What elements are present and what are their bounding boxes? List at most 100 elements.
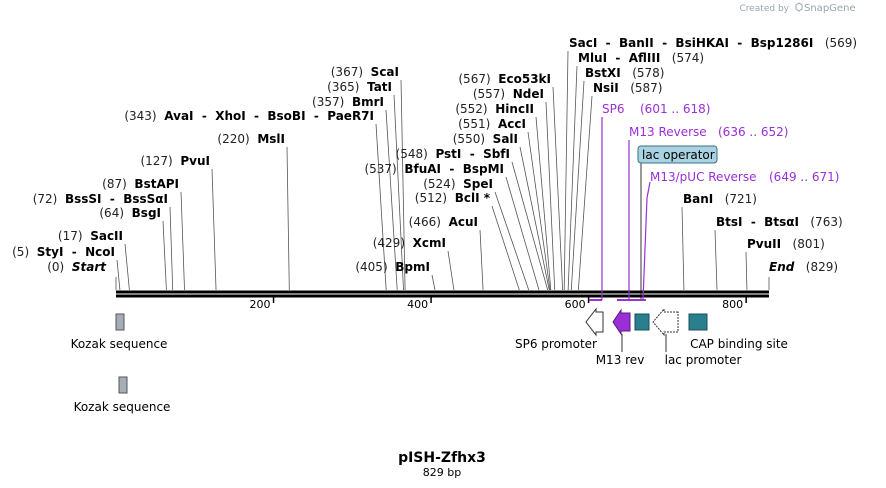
- site-position: (721): [725, 192, 757, 206]
- site-label-gap: [660, 51, 671, 65]
- site-labels: (0) Start(5) StyI - NcoI (17) SacII (64) B…: [12, 36, 857, 274]
- site-label[interactable]: (550) SalI: [453, 132, 518, 146]
- site-enzyme-name: BpmI: [395, 260, 430, 274]
- site-label-gap: [713, 192, 724, 206]
- site-enzyme-name: PstI - SbfI: [435, 147, 510, 161]
- site-label[interactable]: (357) BmrI: [312, 95, 384, 109]
- kozak-2-label: Kozak sequence: [74, 400, 171, 414]
- site-position: (801): [793, 237, 825, 251]
- site-label[interactable]: BstXI (578): [585, 66, 664, 80]
- site-enzyme-name: End: [769, 260, 795, 274]
- site-label[interactable]: BanI (721): [683, 192, 757, 206]
- site-label[interactable]: (512) BclI *: [415, 191, 491, 205]
- brand-text: SnapGene: [804, 3, 856, 14]
- site-position: (87): [102, 177, 127, 191]
- site-leader-line: [563, 50, 569, 291]
- site-position: (429): [373, 236, 405, 250]
- site-label-gap: [485, 132, 493, 146]
- site-label[interactable]: MluI - AflIII (574): [578, 51, 704, 65]
- site-label-gap: [29, 245, 37, 259]
- site-label-gap: [621, 66, 632, 80]
- site-position: (72): [33, 192, 58, 206]
- site-label[interactable]: (17) SacII: [58, 229, 123, 243]
- lac-operator[interactable]: lac operator: [637, 145, 718, 300]
- site-label[interactable]: (466) AcuI: [409, 215, 478, 229]
- site-label[interactable]: (0) Start: [47, 260, 107, 274]
- site-label[interactable]: (551) AccI: [458, 117, 526, 131]
- feature-sp6-promoter[interactable]: SP6 promoter: [515, 307, 604, 351]
- site-leader-line: [162, 220, 167, 291]
- site-position: (574): [672, 51, 704, 65]
- site-enzyme-name: BstAPI: [134, 177, 179, 191]
- site-leader-line: [505, 176, 540, 291]
- site-position: (365): [327, 80, 359, 94]
- kozak-2-box: [118, 376, 128, 394]
- site-label[interactable]: BtsI - BtsαI (763): [716, 215, 843, 229]
- site-enzyme-name: StyI - NcoI: [37, 245, 115, 259]
- cap-binding-site-box: [688, 313, 708, 331]
- site-position: (220): [217, 132, 249, 146]
- site-label[interactable]: (567) Eco53kI: [458, 72, 551, 86]
- site-label[interactable]: (365) TatI: [327, 80, 392, 94]
- lac-promoter-label: lac promoter: [665, 353, 742, 367]
- site-label[interactable]: (72) BssSI - BssSαI: [33, 192, 168, 206]
- site-label-gap: [173, 154, 181, 168]
- primer-m13-puc-reverse-name: M13/pUC Reverse: [650, 170, 757, 184]
- lac-promoter-arrow-icon: [652, 307, 679, 337]
- site-label[interactable]: (5) StyI - NcoI: [12, 245, 115, 259]
- site-position: (763): [810, 215, 842, 229]
- lac-operator-feature-box[interactable]: [634, 313, 650, 331]
- site-label[interactable]: SacI - BanII - BsiHKAI - Bsp1286I (569): [569, 36, 857, 50]
- site-label[interactable]: (367) ScaI: [331, 65, 399, 79]
- site-label-gap: [124, 206, 132, 220]
- feature-kozak-2[interactable]: Kozak sequence: [74, 376, 171, 414]
- site-label[interactable]: NsiI (587): [593, 81, 663, 95]
- site-label[interactable]: End (829): [769, 260, 838, 274]
- site-position: (466): [409, 215, 441, 229]
- site-label[interactable]: (552) HincII: [455, 102, 534, 116]
- site-position: (548): [396, 147, 428, 161]
- feature-cap-binding-site[interactable]: CAP binding site: [688, 313, 788, 351]
- site-position: (524): [423, 177, 455, 191]
- site-leader-line: [527, 131, 551, 291]
- site-enzyme-name: SpeI: [463, 177, 493, 191]
- site-enzyme-name: SacI - BanII - BsiHKAI - Bsp1286I: [569, 36, 813, 50]
- site-label[interactable]: (557) NdeI: [473, 87, 544, 101]
- site-enzyme-name: PvuI: [180, 154, 210, 168]
- site-leader-line: [511, 161, 549, 291]
- site-leader-line: [545, 101, 556, 291]
- primer-sp6[interactable]: SP6 (601 .. 618): [589, 102, 710, 301]
- site-label[interactable]: (537) BfuAI - BspMI: [364, 162, 504, 176]
- site-leader-line: [116, 259, 121, 291]
- site-leader-line: [393, 94, 404, 291]
- site-label-gap: [363, 65, 371, 79]
- site-label[interactable]: (405) BpmI: [355, 260, 430, 274]
- ruler-tick-label: 600: [565, 298, 586, 311]
- site-leader-line: [745, 251, 748, 291]
- site-label[interactable]: (87) BstAPI: [102, 177, 179, 191]
- site-label[interactable]: (548) PstI - SbfI: [396, 147, 510, 161]
- site-label-gap: [428, 147, 436, 161]
- site-label[interactable]: (127) PvuI: [140, 154, 210, 168]
- site-label-gap: [456, 177, 464, 191]
- site-enzyme-name: BfuAI - BspMI: [404, 162, 504, 176]
- site-label-gap: [447, 191, 455, 205]
- site-leader-line: [519, 146, 550, 291]
- ruler-tick-label: 200: [250, 298, 271, 311]
- feature-kozak-1[interactable]: Kozak sequence: [71, 313, 168, 351]
- site-label[interactable]: (429) XcmI: [373, 236, 446, 250]
- feature-m13-rev[interactable]: M13 rev: [596, 308, 645, 367]
- site-label[interactable]: (524) SpeI: [423, 177, 493, 191]
- site-label[interactable]: (64) BsgI: [99, 206, 161, 220]
- site-label[interactable]: (220) MslI: [217, 132, 285, 146]
- site-label[interactable]: PvuII (801): [747, 237, 825, 251]
- primer-m13-reverse-name: M13 Reverse: [629, 125, 707, 139]
- site-label-gap: [250, 132, 258, 146]
- site-label[interactable]: (343) AvaI - XhoI - BsoBI - PaeR7I: [124, 109, 374, 123]
- primer-m13-reverse[interactable]: M13 Reverse (636 .. 652): [617, 125, 788, 301]
- primer-m13-puc-reverse[interactable]: M13/pUC Reverse (649 .. 671): [628, 170, 839, 301]
- feature-lac-promoter[interactable]: lac promoter: [652, 307, 742, 367]
- site-enzyme-name: Eco53kI: [498, 72, 551, 86]
